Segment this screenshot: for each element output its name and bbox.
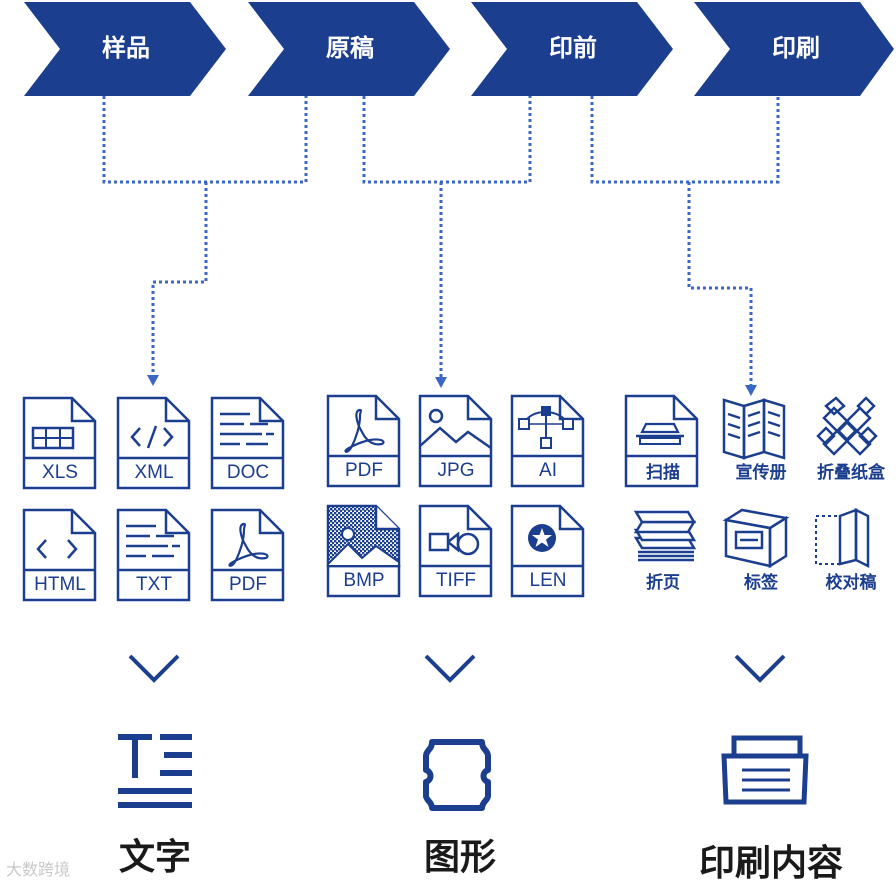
file-label: XLS — [42, 462, 78, 483]
print-item-label: 校对稿 — [825, 573, 877, 593]
chevron-step-4 — [694, 2, 894, 96]
file-tile-xls: XLS — [22, 396, 98, 492]
step-label-printing: 印刷 — [772, 34, 820, 62]
bitmap-icon — [326, 504, 401, 598]
file-label: BMP — [343, 570, 385, 591]
scanner-icon — [624, 394, 699, 488]
file-tile-tiff: TIFF — [418, 504, 494, 600]
vector-path-icon — [510, 394, 585, 488]
connector-print — [590, 96, 780, 386]
chevron-down-icon — [734, 654, 786, 683]
watermark: 大数跨境 — [6, 860, 71, 879]
print-item-label-box: 标签 — [716, 506, 806, 602]
print-item-label: 标签 — [744, 573, 778, 593]
print-item-scan: 扫描 — [624, 394, 714, 490]
print-item-proof: 校对稿 — [806, 506, 896, 602]
file-tile-xml: XML — [116, 396, 192, 492]
text-lines-icon — [116, 508, 191, 602]
file-label: XML — [134, 462, 174, 483]
chevron-step-2 — [248, 2, 450, 96]
connector-graphics — [362, 96, 532, 378]
process-chevrons — [24, 2, 894, 96]
proof-icon — [815, 508, 870, 569]
chevron-step-1 — [24, 2, 226, 96]
brochure-icon — [722, 398, 786, 460]
connector-text — [102, 96, 308, 378]
file-tile-ai: AI — [510, 394, 586, 490]
star-circle-icon — [510, 504, 585, 598]
label-box-icon — [722, 508, 790, 569]
chevron-step-3 — [471, 2, 673, 96]
file-tile-pdf: PDF — [326, 394, 402, 490]
file-label: DOC — [226, 462, 270, 483]
print-item-label: 折页 — [646, 573, 680, 593]
print-item-leaflet: 折页 — [624, 506, 714, 602]
file-tile-bmp: BMP — [326, 504, 402, 600]
file-label: JPG — [437, 460, 475, 481]
code-icon — [116, 396, 191, 490]
file-label: TIFF — [435, 570, 477, 591]
file-label: TXT — [136, 574, 172, 595]
folded-leaflet-icon — [633, 510, 697, 562]
file-label: AI — [539, 460, 557, 481]
print-item-label: 扫描 — [646, 463, 680, 483]
spreadsheet-icon — [22, 396, 97, 490]
arrowhead-text — [147, 375, 159, 386]
file-label: PDF — [229, 574, 267, 595]
file-label: LEN — [529, 570, 567, 591]
angle-brackets-icon — [22, 508, 97, 602]
step-label-originals: 原稿 — [326, 34, 374, 62]
printer-icon — [721, 735, 809, 805]
step-label-samples: 样品 — [102, 34, 150, 62]
print-item-brochure: 宣传册 — [716, 394, 806, 490]
chevron-down-icon — [424, 654, 476, 683]
file-tile-pdf: PDF — [210, 508, 286, 604]
category-label-text: 文字 — [118, 837, 191, 878]
text-icon — [118, 734, 192, 808]
arrowhead-graphics — [435, 377, 447, 388]
connector-lines — [102, 96, 780, 396]
graphic-icon — [423, 739, 491, 811]
print-item-label: 折叠纸盒 — [817, 463, 885, 483]
file-tile-html: HTML — [22, 508, 98, 604]
image-icon — [418, 394, 493, 488]
shapes-icon — [418, 504, 493, 598]
pdf-icon — [326, 394, 401, 488]
file-tile-jpg: JPG — [418, 394, 494, 490]
file-tile-doc: DOC — [210, 396, 286, 492]
document-lines-icon — [210, 396, 285, 490]
step-label-prepress: 印前 — [549, 34, 597, 62]
file-label: HTML — [34, 574, 86, 595]
file-tile-len: LEN — [510, 504, 586, 600]
print-item-label: 宣传册 — [735, 463, 787, 483]
print-item-folding-box: 折叠纸盒 — [806, 394, 896, 490]
folding-box-icon — [816, 396, 878, 456]
file-tile-txt: TXT — [116, 508, 192, 604]
chevron-down-icon — [128, 654, 180, 683]
file-label: PDF — [345, 460, 383, 481]
pdf-icon — [210, 508, 285, 602]
category-label-print: 印刷内容 — [698, 843, 843, 884]
category-label-graphics: 图形 — [423, 837, 496, 878]
arrowhead-print — [745, 385, 757, 396]
